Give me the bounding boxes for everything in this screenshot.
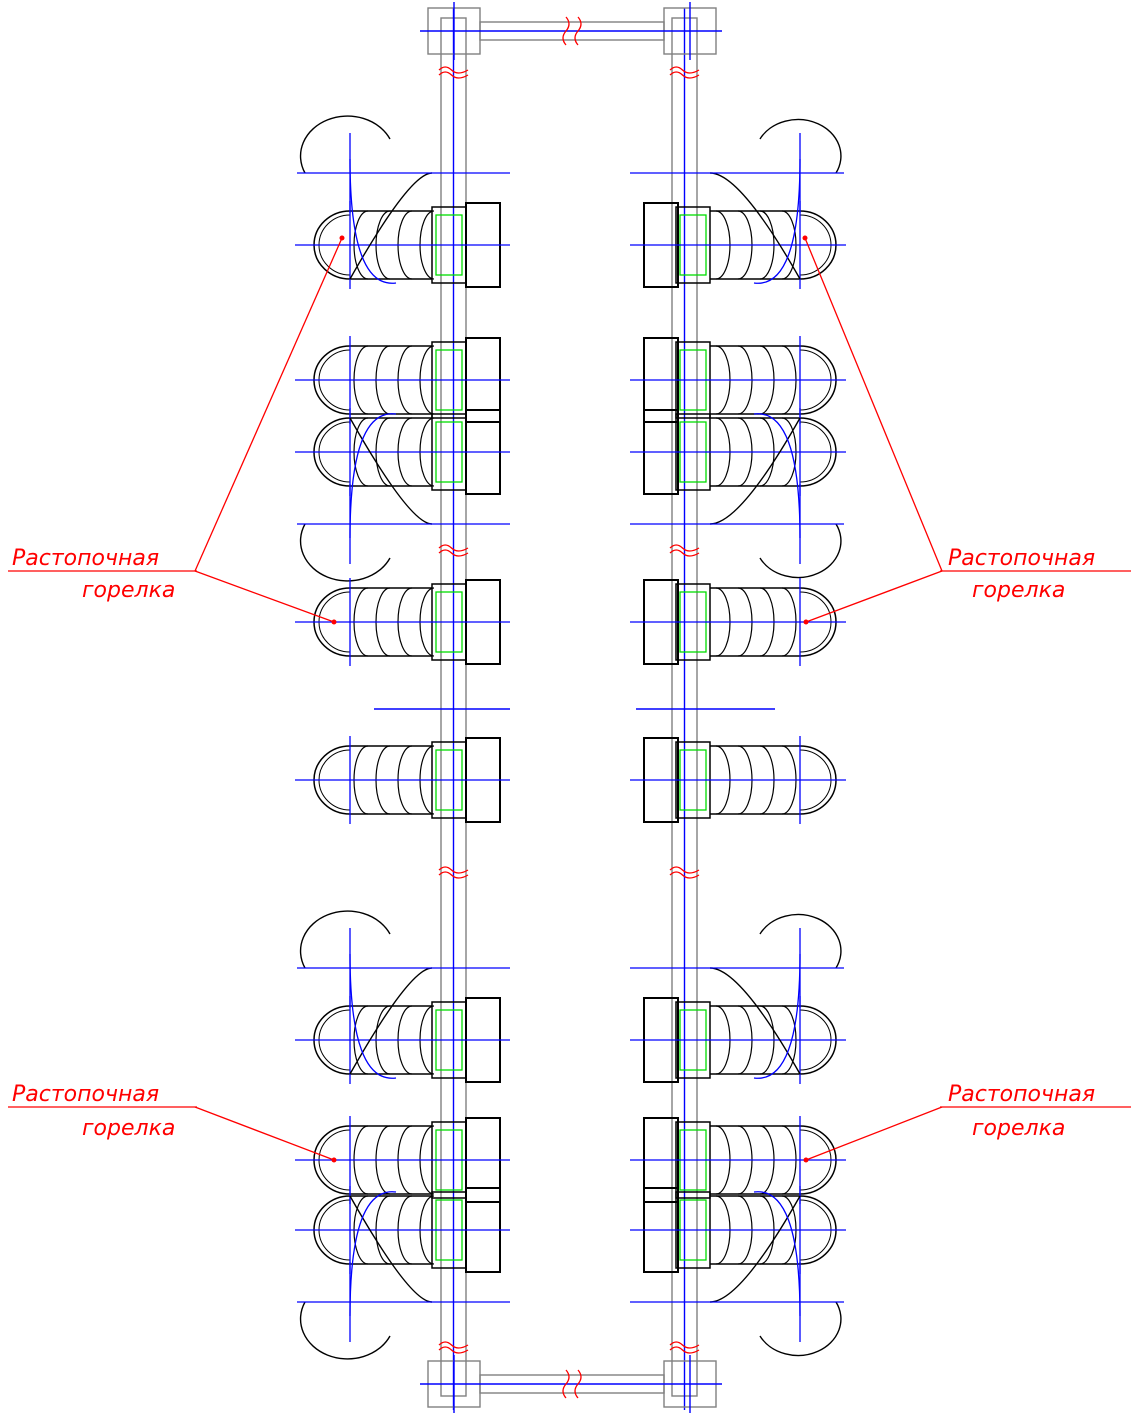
marker-dot xyxy=(803,619,809,625)
break-mark xyxy=(438,871,469,879)
elbow-axis xyxy=(349,413,397,539)
elbow-outer xyxy=(299,523,391,582)
elbow-axis xyxy=(753,158,801,284)
break-mark xyxy=(438,544,469,552)
annotation-label-line2: горелка xyxy=(82,1116,175,1141)
elbow-outer xyxy=(759,118,842,174)
elbow-outer xyxy=(759,913,842,969)
elbow-outer xyxy=(299,115,391,174)
elbow-axis xyxy=(349,158,397,284)
burner xyxy=(295,578,510,666)
elbow-outer xyxy=(299,910,391,969)
elbow-curve xyxy=(349,417,433,525)
break-mark xyxy=(669,71,700,79)
ignition-burner-markers xyxy=(331,235,809,1163)
break-mark xyxy=(669,1346,700,1354)
elbow-curve xyxy=(709,417,801,525)
burner xyxy=(295,1186,510,1360)
break-mark xyxy=(574,1369,582,1399)
burner xyxy=(630,578,846,666)
elbow-curve xyxy=(349,1195,433,1303)
header-frame xyxy=(374,2,775,1413)
annotation-bottom-left: Растопочная горелка xyxy=(8,1082,335,1161)
marker-dot xyxy=(803,1157,809,1163)
break-mark xyxy=(574,16,582,46)
elbow-curve xyxy=(709,1195,801,1303)
burner xyxy=(630,736,846,824)
burner xyxy=(630,118,846,289)
burner xyxy=(630,913,846,1084)
leader-line xyxy=(194,1106,335,1161)
burner xyxy=(295,736,510,824)
break-mark xyxy=(562,1369,570,1399)
annotation-label-line1: Растопочная xyxy=(948,1082,1095,1107)
leader-line xyxy=(194,237,343,572)
annotation-label-line1: Растопочная xyxy=(948,546,1095,571)
break-mark xyxy=(438,66,469,74)
break-mark xyxy=(438,71,469,79)
leader-line xyxy=(805,570,943,623)
leader-line xyxy=(804,237,943,572)
marker-dot xyxy=(802,235,808,241)
burner xyxy=(630,408,846,579)
elbow-axis xyxy=(349,953,397,1079)
elbow-curve xyxy=(709,967,801,1075)
break-mark xyxy=(438,866,469,874)
break-mark xyxy=(438,1346,469,1354)
annotation-top-right: Растопочная горелка xyxy=(804,237,1131,623)
elbow-axis xyxy=(753,953,801,1079)
annotation-label-line1: Растопочная xyxy=(12,1082,159,1107)
burner xyxy=(295,910,510,1084)
elbow-curve xyxy=(709,172,801,280)
burner xyxy=(295,408,510,582)
marker-dot xyxy=(331,1157,337,1163)
elbow-axis xyxy=(753,413,801,539)
break-mark xyxy=(438,1341,469,1349)
leader-line xyxy=(805,1106,943,1161)
elbow-axis xyxy=(349,1191,397,1317)
elbow-outer xyxy=(759,523,842,579)
burner xyxy=(630,1116,846,1204)
annotation-bottom-right: Растопочная горелка xyxy=(805,1082,1131,1161)
marker-dot xyxy=(339,235,345,241)
burner xyxy=(295,1116,510,1204)
break-mark xyxy=(669,66,700,74)
leader-line xyxy=(194,570,335,623)
annotation-top-left: Растопочная горелка xyxy=(8,237,343,623)
elbow-curve xyxy=(349,172,433,280)
marker-dot xyxy=(331,619,337,625)
break-mark xyxy=(669,544,700,552)
elbow-outer xyxy=(299,1301,391,1360)
break-mark xyxy=(669,871,700,879)
burner xyxy=(295,115,510,289)
break-mark xyxy=(438,549,469,557)
burner xyxy=(630,1186,846,1357)
annotation-label-line2: горелка xyxy=(82,578,175,603)
annotation-label-line2: горелка xyxy=(972,578,1065,603)
break-mark xyxy=(669,1341,700,1349)
elbow-axis xyxy=(753,1191,801,1317)
elbow-outer xyxy=(759,1301,842,1357)
break-mark xyxy=(562,16,570,46)
burner xyxy=(630,336,846,424)
elbow-curve xyxy=(349,967,433,1075)
annotation-label-line2: горелка xyxy=(972,1116,1065,1141)
break-mark xyxy=(669,866,700,874)
break-mark xyxy=(669,549,700,557)
annotation-label-line1: Растопочная xyxy=(12,546,159,571)
burner-group xyxy=(295,115,846,1360)
